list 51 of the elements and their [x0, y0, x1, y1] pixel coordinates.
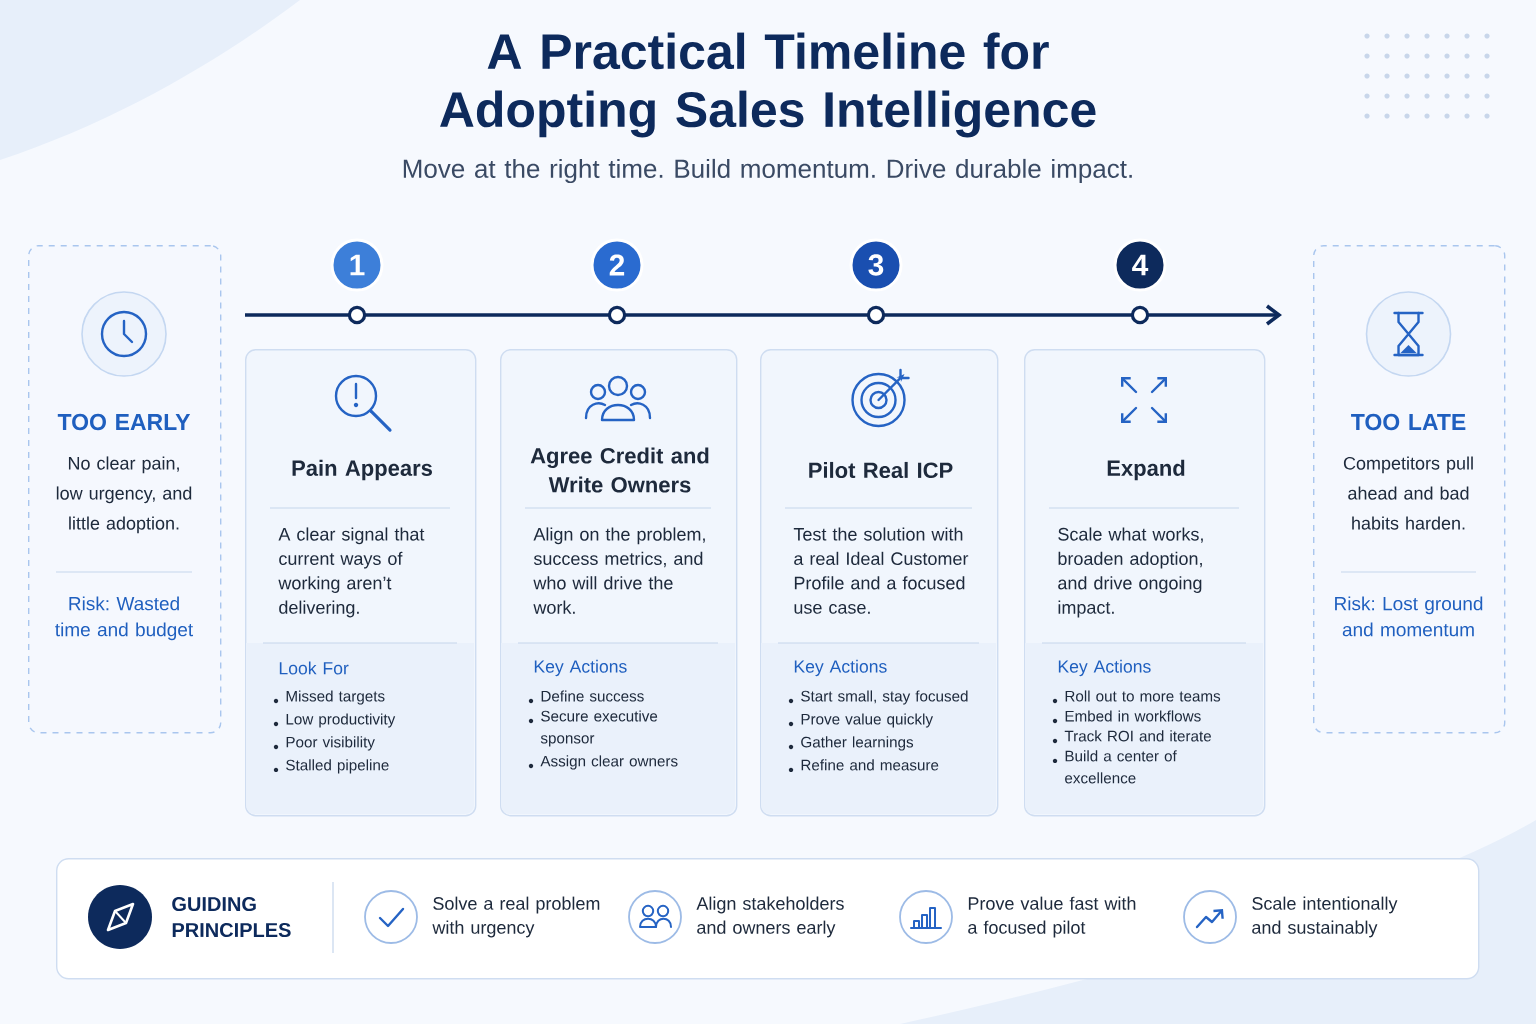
panel-heading: GUIDING PRINCIPLES [172, 896, 291, 938]
bullet-item: Build a center of excellence [1052, 750, 1177, 784]
bullet-item: Refine and measure [788, 759, 939, 773]
card-title: Agree Credit and Write Owners [530, 447, 709, 493]
step-card [500, 349, 738, 817]
card-title: TOO LATE [1351, 413, 1466, 431]
risk-text: Risk: Lost ground and momentum [1335, 596, 1483, 637]
bullet-item: Secure executive sponsor [528, 710, 658, 747]
bullet-item: Define success [528, 690, 644, 704]
bullet-item: Low productivity [273, 713, 396, 728]
card-title: Pain Appears [292, 459, 432, 481]
bullet-item: Roll out to more teams [1052, 690, 1221, 704]
step-card [245, 349, 477, 817]
bullet-item: Poor visibility [273, 736, 375, 751]
card-text: Align on the problem, success metrics, and who will drive the work. [533, 527, 705, 614]
card-text: No clear pain, low urgency, and little adoption. [56, 456, 192, 534]
section-heading: Key Actions [794, 659, 887, 677]
section-heading: Look For [279, 661, 349, 675]
bullet-item: Stalled pipeline [273, 759, 389, 774]
step-number: 3 [849, 238, 903, 292]
bullet-item: Gather learnings [788, 736, 914, 751]
principle-text: Align stakeholders and owners early [696, 896, 844, 938]
title: A Practical Timeline for Adopting Sales Intelligence [440, 32, 1096, 138]
principle-text: Scale intentionally and sustainably [1252, 896, 1398, 938]
section-heading: Key Actions [1058, 659, 1151, 677]
risk-text: Risk: Wasted time and budget [55, 596, 193, 641]
principle-text: Prove value fast with a focused pilot [968, 896, 1136, 938]
step-card [760, 349, 999, 817]
principles-panel [56, 858, 1480, 980]
bullet-item: Track ROI and iterate [1052, 730, 1211, 744]
step-number: 2 [590, 238, 644, 292]
bullet-item: Prove value quickly [788, 713, 933, 728]
side-card [1313, 245, 1506, 734]
step-number: 1 [330, 238, 384, 292]
bullet-item: Start small, stay focused [788, 690, 968, 705]
card-title: TOO EARLY [57, 413, 191, 431]
side-card [28, 245, 222, 734]
card-text: Test the solution with a real Ideal Customer Profile and a focused use case. [793, 527, 969, 614]
bullet-item: Embed in workflows [1052, 710, 1201, 724]
step-card [1024, 349, 1266, 817]
principle-text: Solve a real problem with urgency [432, 896, 600, 938]
subtitle: Move at the right time. Build momentum. Drive durable impact. [403, 158, 1132, 184]
card-title: Expand [1107, 459, 1185, 481]
card-text: Competitors pull ahead and bad habits harden. [1343, 456, 1473, 530]
card-title: Pilot Real ICP [809, 461, 953, 479]
bullet-item: Missed targets [273, 690, 385, 705]
card-text: A clear signal that current ways of working aren’t delivering. [278, 527, 425, 618]
step-number: 4 [1113, 238, 1167, 292]
section-heading: Key Actions [534, 659, 627, 677]
card-text: Scale what works, broaden adoption, and drive ongoing impact. [1058, 527, 1203, 618]
bullet-item: Assign clear owners [528, 755, 678, 770]
